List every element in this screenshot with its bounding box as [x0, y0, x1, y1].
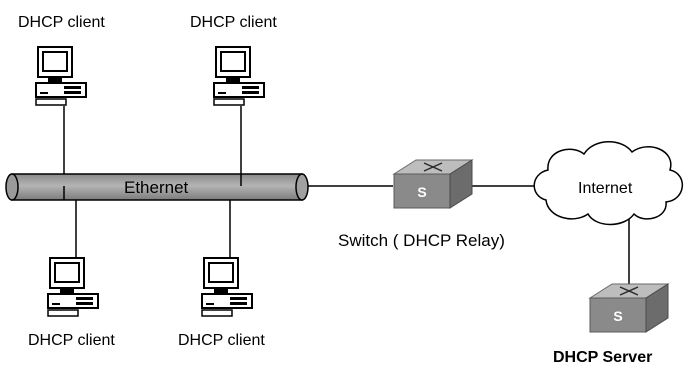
client-label: DHCP client: [190, 14, 277, 31]
client-label: DHCP client: [178, 332, 265, 349]
internet-cloud-icon: [533, 141, 684, 226]
ethernet-bus: [5, 173, 309, 201]
server-label: DHCP Server: [553, 349, 652, 366]
client-pc-icon: [35, 46, 87, 106]
client-pc-icon: [201, 257, 253, 317]
server-switch-icon: [589, 283, 669, 333]
client-pc-icon: [47, 257, 99, 317]
relay-switch-icon: [393, 159, 473, 209]
client-label: DHCP client: [18, 14, 105, 31]
client-label: DHCP client: [28, 332, 115, 349]
internet-label: Internet: [578, 180, 633, 197]
ethernet-label: Ethernet: [124, 178, 189, 197]
client-pc-icon: [213, 46, 265, 106]
relay-label: Switch ( DHCP Relay): [338, 231, 505, 250]
